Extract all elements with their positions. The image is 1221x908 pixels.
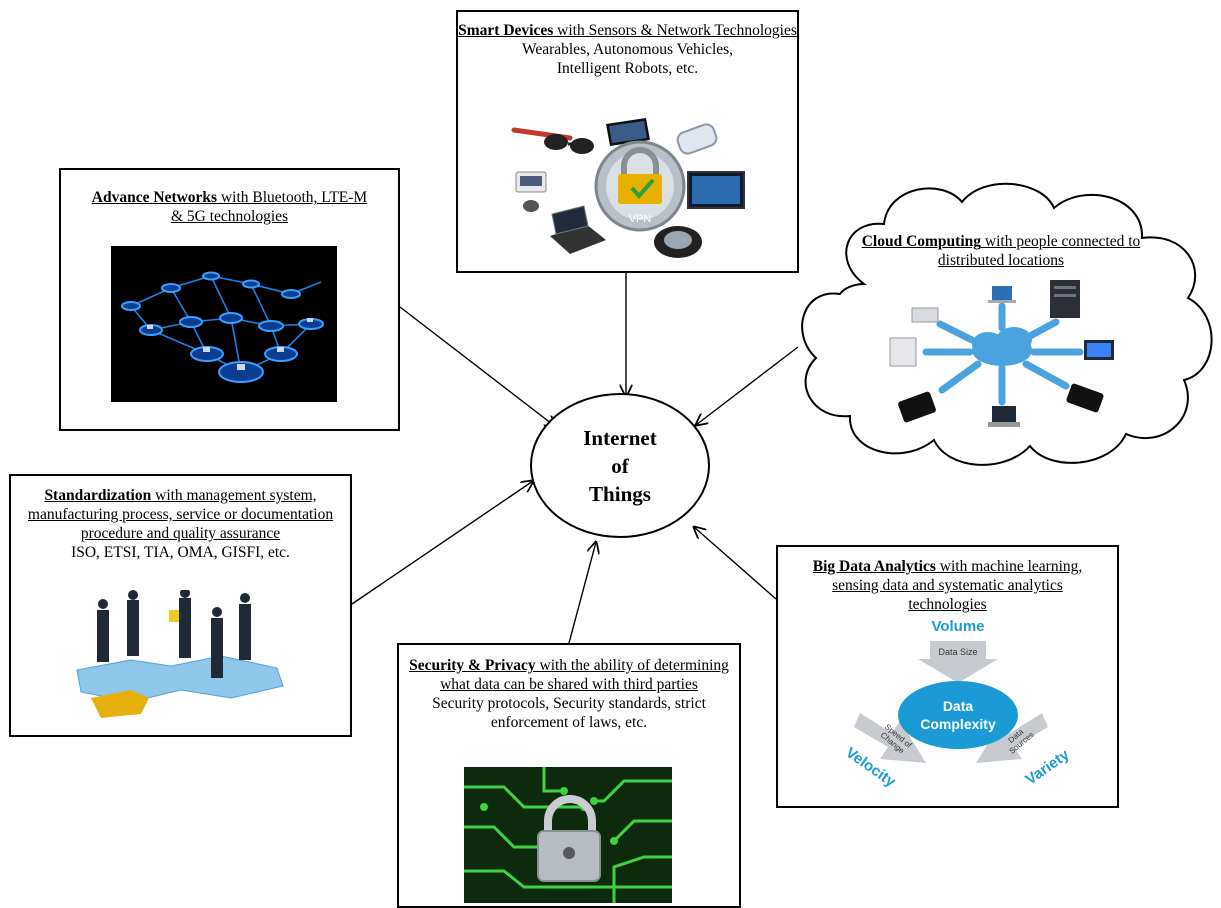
node-heading: Big Data Analytics with machine learning…	[778, 557, 1117, 614]
node-title: Security & Privacy	[409, 657, 536, 674]
node-smart-devices: Smart Devices with Sensors & Network Tec…	[456, 10, 799, 273]
circuit-lock-illustration	[464, 767, 672, 903]
node-title-rest: with management system, manufacturing pr…	[27, 487, 334, 542]
data-complexity-line-1: Data	[943, 698, 974, 714]
laptop-icon	[550, 205, 606, 254]
arrow-advance-networks	[399, 306, 556, 427]
tablet-icon	[898, 391, 936, 423]
laptop-icon	[988, 406, 1020, 427]
data-complexity-illustration: Volume Data Size Data Complexity Speed o…	[842, 618, 1073, 791]
data-complexity-line-2: Complexity	[920, 716, 996, 732]
node-title-rest: with people connected to distributed loc…	[937, 233, 1141, 269]
desktop-icon	[889, 337, 917, 367]
vpn-badge-label: VPN	[629, 213, 652, 225]
people-icon	[97, 590, 251, 678]
node-big-data-analytics: Big Data Analytics with machine learning…	[776, 545, 1119, 808]
node-title-rest: with machine learning, sensing data and …	[832, 558, 1083, 613]
center-node-iot: Internet of Things	[530, 393, 710, 538]
node-heading: Standardization with management system, …	[11, 486, 350, 543]
server-icon	[1050, 280, 1080, 318]
node-subtitle: Security protocols, Security standards, …	[432, 695, 706, 731]
center-line-1: Internet	[583, 425, 657, 450]
node-standardization: Standardization with management system, …	[9, 474, 352, 737]
node-title: Advance Networks	[91, 189, 218, 206]
node-subtitle: ISO, ETSI, TIA, OMA, GISFI, etc.	[71, 544, 290, 561]
node-security-privacy: Security & Privacy with the ability of d…	[397, 643, 741, 908]
arrow-standardization	[351, 481, 533, 605]
cloud-network-illustration	[889, 280, 1114, 427]
node-title-rest: with the ability of determining what dat…	[440, 657, 729, 693]
node-title: Cloud Computing	[861, 233, 982, 250]
node-title-rest: with Sensors & Network Technologies	[553, 22, 797, 39]
data-size-label: Data Size	[938, 647, 977, 657]
tablet-icon	[606, 118, 650, 146]
vpn-lock-icon: VPN	[594, 140, 686, 232]
node-cloud-computing: Cloud Computing with people connected to…	[856, 232, 1146, 270]
volume-label: Volume	[931, 618, 984, 635]
node-heading: Smart Devices with Sensors & Network Tec…	[458, 21, 797, 40]
node-subtitle: Wearables, Autonomous Vehicles, Intellig…	[521, 41, 734, 77]
smartphone-icon	[676, 123, 718, 155]
smart-glasses-icon	[511, 127, 594, 154]
node-title: Smart Devices	[458, 22, 554, 39]
smart-devices-illustration: VPN	[511, 118, 745, 258]
node-heading: Advance Networks with Bluetooth, LTE-M &…	[61, 188, 398, 226]
arrow-big-data	[694, 527, 777, 600]
node-advance-networks: Advance Networks with Bluetooth, LTE-M &…	[59, 168, 400, 431]
arrow-security	[568, 542, 596, 644]
node-title: Standardization	[44, 487, 152, 504]
monitor-icon	[1084, 340, 1114, 360]
wristband-icon	[654, 226, 702, 258]
tablet-icon	[1066, 383, 1104, 413]
node-title: Big Data Analytics	[812, 558, 936, 575]
smart-tv-icon	[687, 171, 745, 209]
center-line-3: Things	[589, 481, 651, 506]
network-illustration	[111, 246, 337, 402]
standardization-illustration	[76, 590, 284, 718]
center-line-2: of	[611, 453, 629, 478]
variety-label: Variety	[1022, 746, 1073, 789]
arrow-cloud-computing	[696, 346, 799, 425]
node-title-rest: with Bluetooth, LTE-M & 5G technologies	[170, 189, 368, 225]
smartwatch-icon	[515, 171, 547, 212]
laptop-icon	[988, 286, 1016, 303]
cloud-shape	[801, 182, 1213, 466]
router-icon	[911, 307, 939, 323]
padlock-icon	[537, 795, 601, 882]
node-heading: Security & Privacy with the ability of d…	[399, 656, 739, 694]
